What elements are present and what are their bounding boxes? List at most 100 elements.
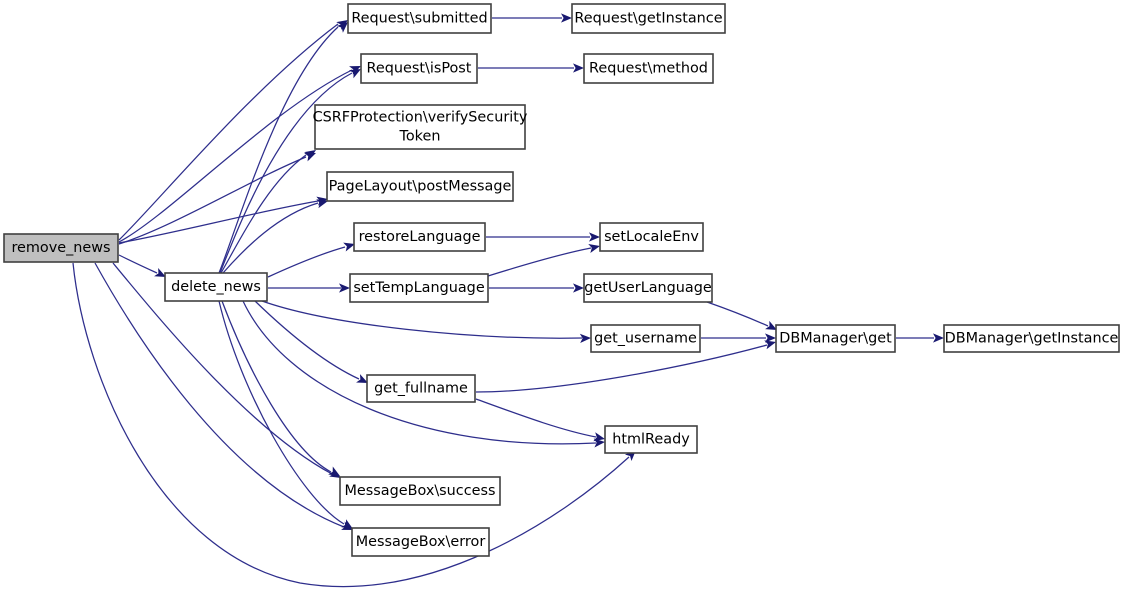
node-dbmanager_getinstance[interactable]: DBManager\getInstance (943, 324, 1120, 353)
node-label: setTempLanguage (353, 280, 485, 296)
edge-line (118, 69, 353, 243)
edge-line (706, 301, 769, 327)
node-messagebox_error[interactable]: MessageBox\error (351, 527, 490, 557)
node-label: get_fullname (374, 381, 468, 397)
edge-remove_news-to-request_ispost (118, 66, 361, 243)
arrowhead-icon (933, 333, 944, 343)
node-box[interactable] (347, 3, 492, 34)
edge-line (261, 300, 583, 339)
edge-settemplanguage-to-getuserlanguage (489, 283, 584, 293)
node-box[interactable] (366, 374, 476, 403)
node-restorelanguage[interactable]: restoreLanguage (353, 222, 486, 252)
node-messagebox_success[interactable]: MessageBox\success (339, 476, 501, 506)
edge-delete_news-to-htmlready (242, 300, 605, 448)
node-dbmanager_get[interactable]: DBManager\get (775, 324, 896, 353)
arrowhead-icon (343, 242, 355, 252)
node-box[interactable] (314, 104, 526, 150)
node-request_ispost[interactable]: Request\isPost (360, 53, 478, 84)
edge-line (118, 254, 158, 274)
node-label: get_username (594, 331, 697, 347)
node-label: htmlReady (612, 432, 690, 448)
node-label: PageLayout\postMessage (329, 179, 512, 195)
node-request_submitted[interactable]: Request\submitted (347, 3, 492, 34)
node-request_method[interactable]: Request\method (583, 53, 714, 84)
edge-line (475, 398, 597, 438)
node-box[interactable] (583, 53, 714, 84)
node-label: getUserLanguage (584, 280, 712, 296)
edge-delete_news-to-settemplanguage (268, 283, 350, 293)
node-label: CSRFProtection\verifySecurity (313, 110, 528, 126)
arrowhead-icon (588, 243, 600, 253)
node-get_username[interactable]: get_username (590, 324, 701, 353)
edge-get_fullname-to-dbmanager_get (475, 340, 776, 393)
node-box[interactable] (326, 171, 514, 202)
node-request_getinstance[interactable]: Request\getInstance (571, 3, 726, 34)
edge-line (221, 300, 332, 473)
node-box[interactable] (943, 324, 1120, 353)
arrowhead-icon (765, 320, 777, 330)
arrowhead-icon (561, 13, 572, 23)
node-box[interactable] (590, 324, 701, 353)
edge-line (242, 300, 597, 445)
node-box[interactable] (164, 272, 268, 302)
node-box[interactable] (571, 3, 726, 34)
node-box[interactable] (351, 527, 490, 557)
arrowhead-icon (573, 63, 584, 73)
edge-line (487, 247, 592, 277)
arrowhead-icon (765, 333, 776, 343)
arrowhead-icon (764, 340, 776, 350)
node-label: Request\submitted (351, 11, 487, 27)
arrowhead-icon (573, 283, 584, 293)
node-box[interactable] (339, 476, 501, 506)
node-box[interactable] (583, 273, 713, 303)
edge-delete_news-to-pagelayout_post (222, 199, 328, 274)
node-label: Request\isPost (367, 61, 472, 77)
node-box[interactable] (360, 53, 478, 84)
edge-line (267, 246, 346, 278)
edge-request_ispost-to-request_method (478, 63, 584, 73)
edge-delete_news-to-restorelanguage (267, 242, 355, 278)
arrowhead-icon (339, 283, 350, 293)
node-box[interactable] (3, 233, 119, 263)
node-setlocaleenv[interactable]: setLocaleEnv (599, 222, 704, 252)
node-getuserlanguage[interactable]: getUserLanguage (583, 273, 713, 303)
edge-get_username-to-dbmanager_get (701, 333, 776, 343)
edge-delete_news-to-messagebox_success (221, 300, 340, 476)
node-layer: remove_newsdelete_newsRequest\submittedR… (3, 3, 1120, 557)
node-pagelayout_post[interactable]: PageLayout\postMessage (326, 171, 514, 202)
edge-delete_news-to-messagebox_error (218, 300, 353, 529)
edge-remove_news-to-pagelayout_post (118, 196, 328, 244)
node-box[interactable] (353, 222, 486, 252)
node-box[interactable] (775, 324, 896, 353)
node-label: MessageBox\success (345, 483, 496, 499)
node-get_fullname[interactable]: get_fullname (366, 374, 476, 403)
edge-remove_news-to-messagebox_error (94, 262, 353, 530)
node-htmlready[interactable]: htmlReady (604, 425, 698, 454)
edge-line (222, 202, 319, 274)
node-delete_news[interactable]: delete_news (164, 272, 268, 302)
edge-line (112, 262, 333, 475)
node-settemplanguage[interactable]: setTempLanguage (349, 273, 489, 303)
node-box[interactable] (599, 222, 704, 252)
arrowhead-icon (589, 232, 600, 242)
node-label: setLocaleEnv (604, 229, 699, 245)
edge-delete_news-to-csrf_verify (220, 150, 316, 274)
edge-line (118, 23, 339, 241)
arrowhead-icon (328, 466, 340, 476)
node-box[interactable] (349, 273, 489, 303)
node-label: delete_news (171, 279, 261, 295)
node-box[interactable] (604, 425, 698, 454)
edge-line (118, 200, 319, 244)
arrowhead-icon (304, 150, 316, 160)
arrowhead-icon (356, 374, 368, 383)
node-remove_news[interactable]: remove_news (3, 233, 119, 263)
node-label: remove_news (11, 240, 110, 256)
edge-line (219, 72, 353, 274)
edge-remove_news-to-delete_news (118, 254, 166, 277)
edge-line (118, 156, 307, 245)
edge-delete_news-to-get_username (261, 300, 591, 343)
edge-delete_news-to-get_fullname (254, 300, 368, 383)
edge-line (475, 344, 768, 393)
arrowhead-icon (593, 438, 605, 448)
